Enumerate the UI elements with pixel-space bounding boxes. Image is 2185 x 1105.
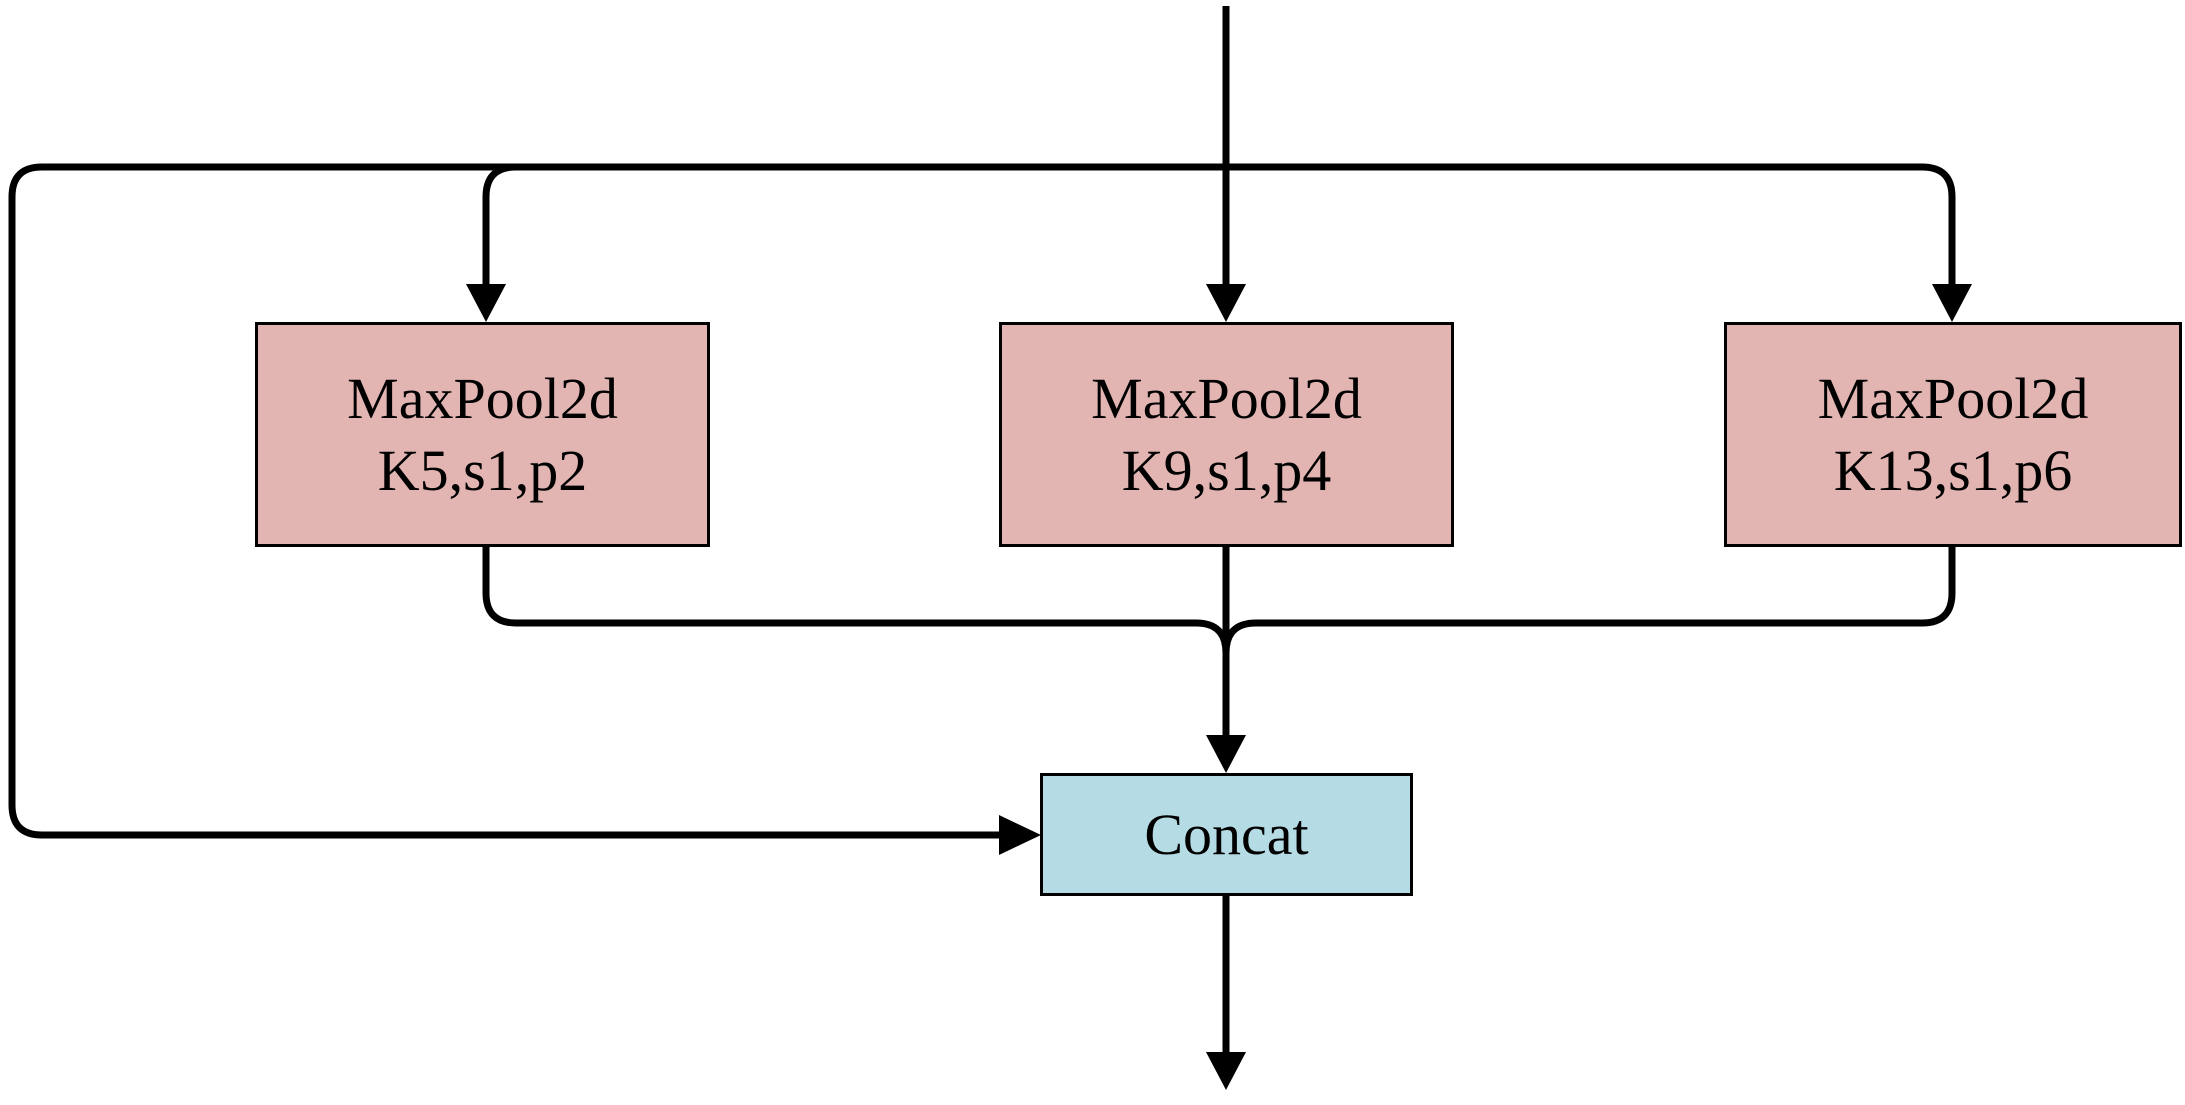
node-concat-label: Concat (1144, 801, 1309, 867)
node-maxpool-k9: MaxPool2d K9,s1,p4 (999, 322, 1454, 547)
arrowhead-concat-left-icon (999, 815, 1041, 855)
node-maxpool-k5-params: K5,s1,p2 (377, 437, 588, 503)
arrowhead-concat-top-icon (1206, 735, 1246, 773)
node-maxpool-k9-params: K9,s1,p4 (1121, 437, 1332, 503)
node-maxpool-k5-name: MaxPool2d (347, 365, 618, 431)
node-concat: Concat (1040, 773, 1413, 896)
edge-skip-connection (8, 163, 1226, 839)
edge-branch-right-pool (1226, 163, 1956, 284)
edge-merge-right (1222, 547, 1956, 654)
arrowhead-output-icon (1206, 1052, 1246, 1090)
arrowhead-left-pool-icon (466, 284, 506, 322)
node-maxpool-k13-params: K13,s1,p6 (1833, 437, 2073, 503)
edge-merge-left (482, 547, 1230, 654)
node-maxpool-k5: MaxPool2d K5,s1,p2 (255, 322, 710, 547)
arrowhead-right-pool-icon (1932, 284, 1972, 322)
arrowhead-middle-pool-icon (1206, 284, 1246, 322)
node-maxpool-k13-name: MaxPool2d (1817, 365, 2089, 431)
node-maxpool-k9-name: MaxPool2d (1091, 365, 1362, 431)
edge-branch-left-pool (482, 163, 517, 284)
node-maxpool-k13: MaxPool2d K13,s1,p6 (1724, 322, 2182, 547)
